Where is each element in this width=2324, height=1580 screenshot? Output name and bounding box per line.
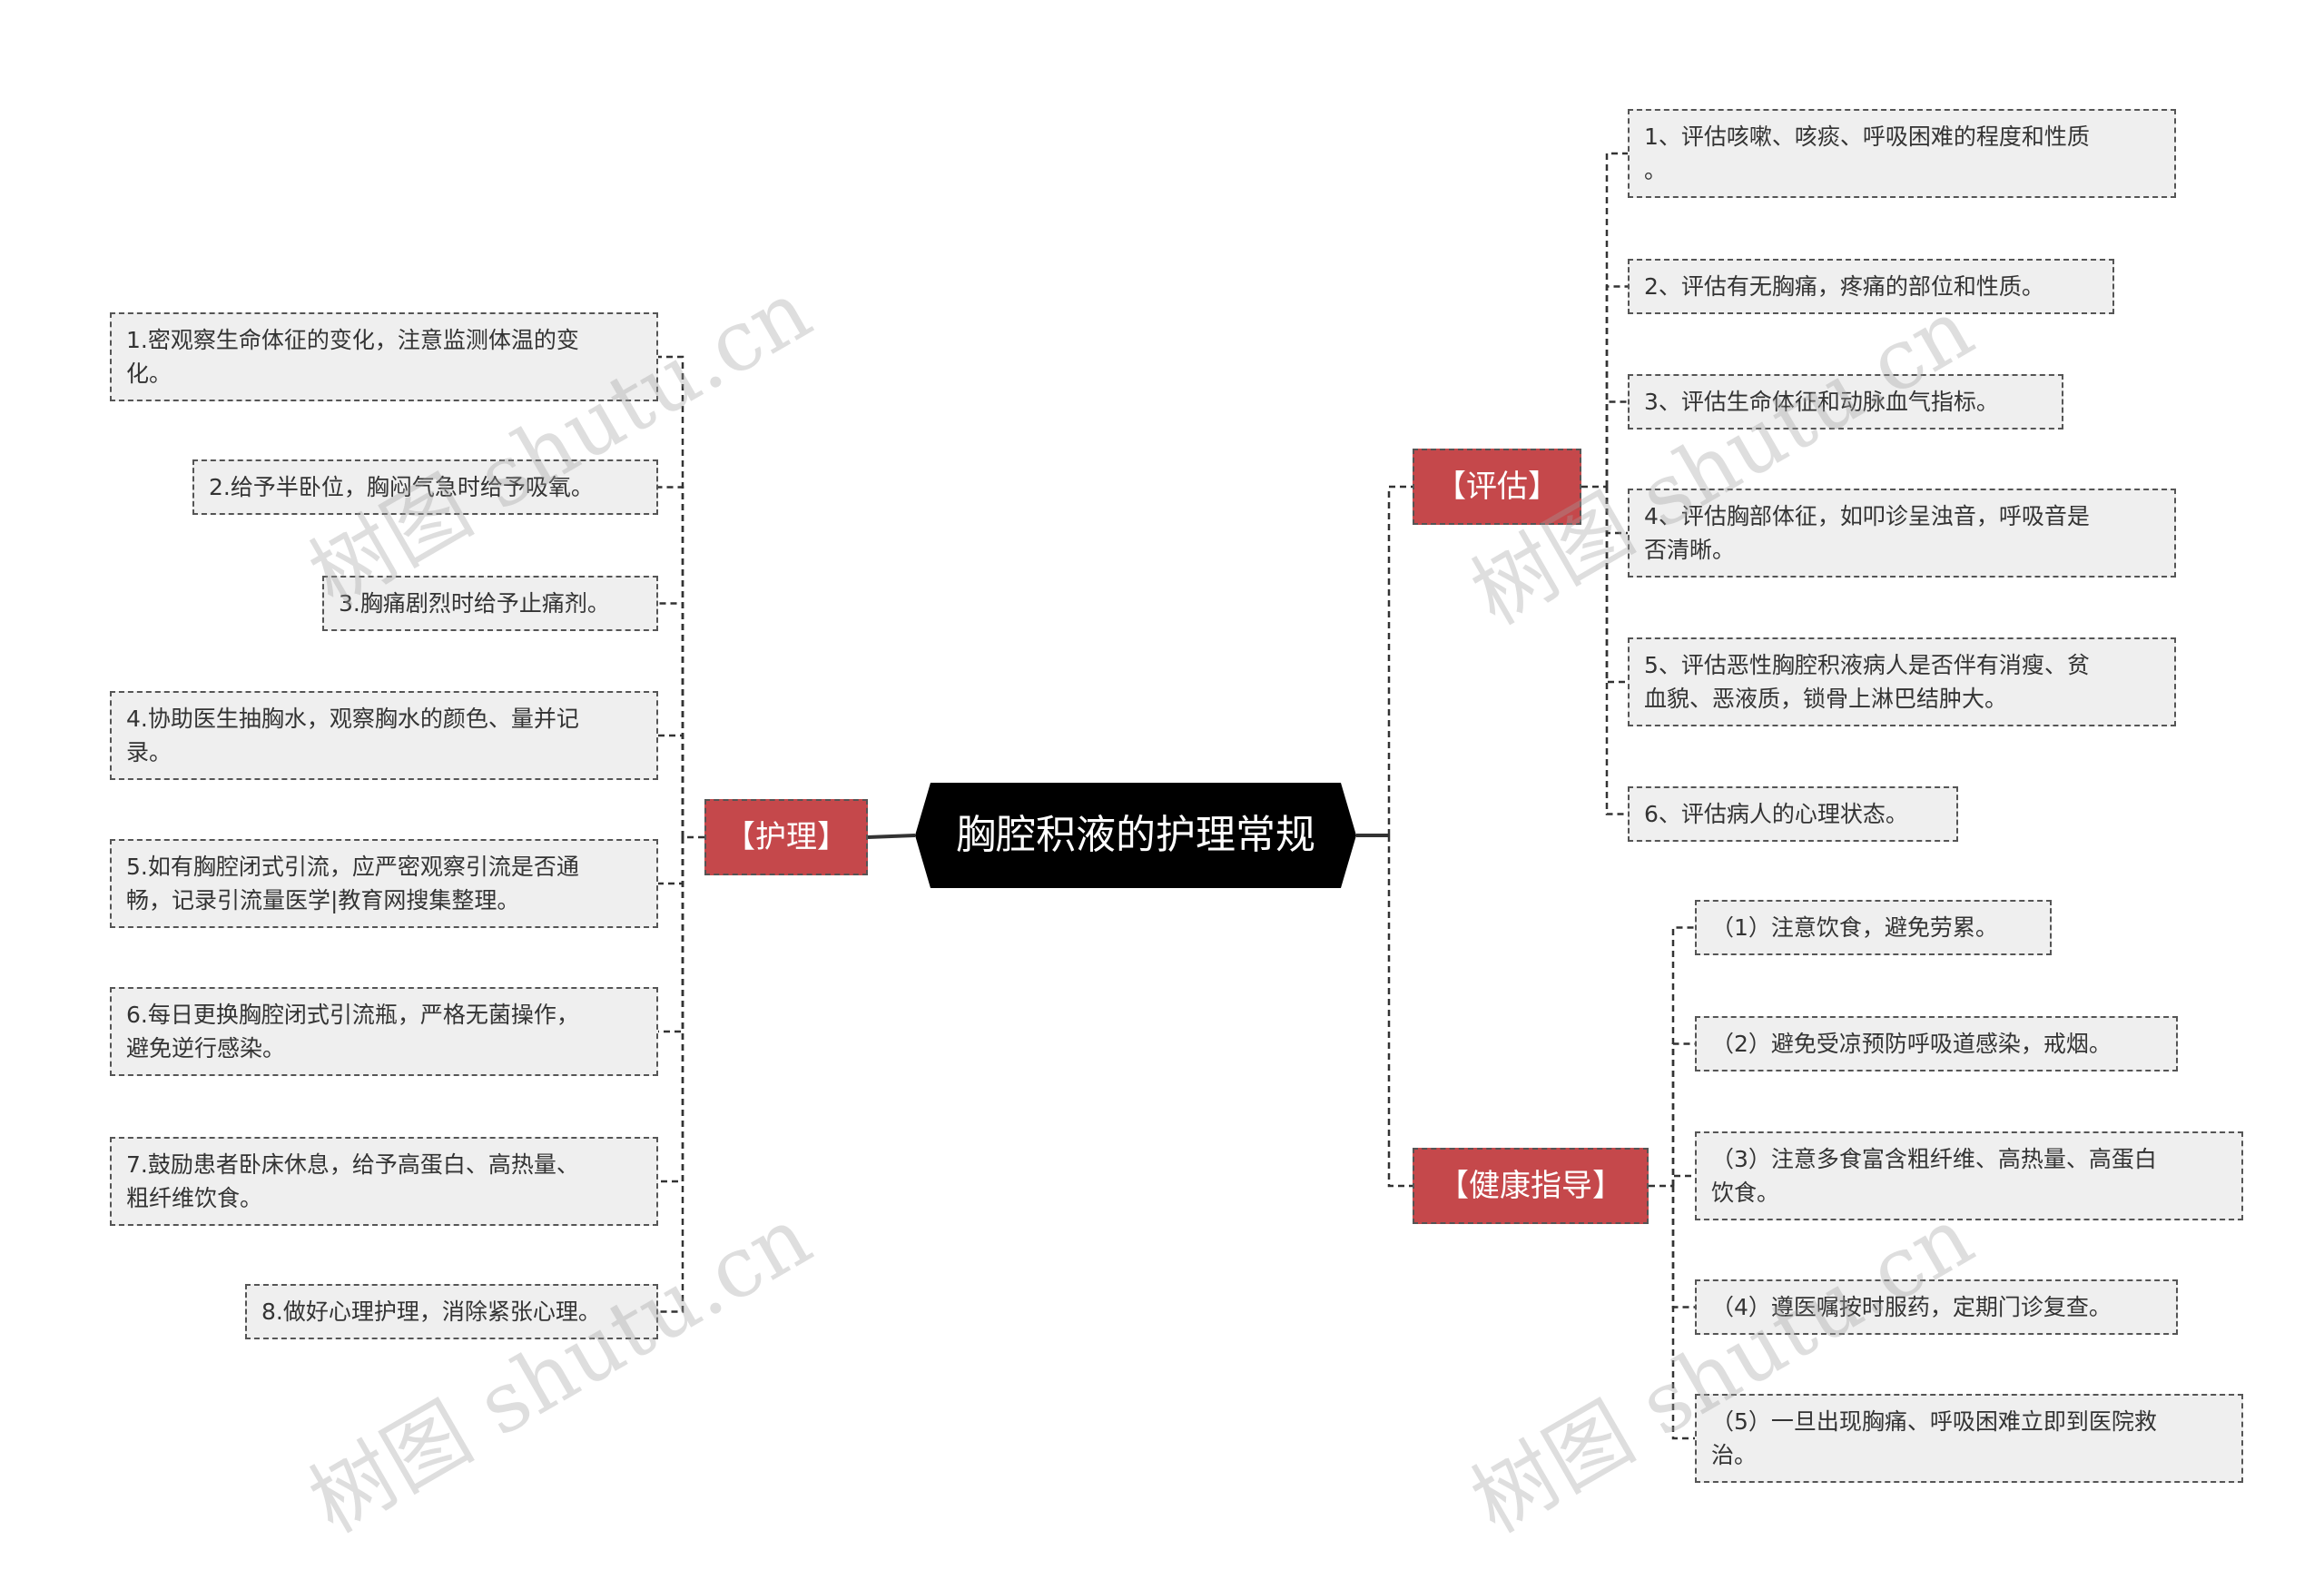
branch-health-guidance[interactable]: 【健康指导】: [1413, 1148, 1649, 1224]
link-health-item: [1671, 926, 1695, 1186]
link-nursing-item: [658, 602, 684, 837]
branch-assessment[interactable]: 【评估】: [1413, 449, 1581, 525]
assessment-item-1[interactable]: 1、评估咳嗽、咳痰、呼吸困难的程度和性质 。: [1628, 109, 2176, 198]
nursing-item-3[interactable]: 3.胸痛剧烈时给予止痛剂。: [322, 576, 658, 631]
link-health-item: [1671, 1042, 1695, 1186]
link-nursing-item: [658, 837, 684, 885]
assessment-item-4[interactable]: 4、评估胸部体征，如叩诊呈浊音，呼吸音是 否清晰。: [1628, 489, 2176, 578]
nursing-item-8[interactable]: 8.做好心理护理，消除紧张心理。: [245, 1284, 658, 1339]
assessment-item-2[interactable]: 2、评估有无胸痛，疼痛的部位和性质。: [1628, 259, 2114, 314]
link-nursing-item: [658, 837, 684, 1183]
link-nursing-item: [658, 837, 684, 1313]
link-health-item: [1671, 1174, 1695, 1186]
link-assessment-item: [1605, 487, 1628, 684]
link-assessment-item: [1605, 487, 1628, 815]
nursing-item-2[interactable]: 2.给予半卧位，胸闷气急时给予吸氧。: [192, 459, 658, 515]
link-health-item: [1671, 1186, 1695, 1308]
health-item-3[interactable]: （3）注意多食富含粗纤维、高热量、高蛋白 饮食。: [1695, 1131, 2243, 1220]
link-root-assessment: [1387, 485, 1413, 835]
link-root-nursing: [867, 834, 916, 839]
health-item-2[interactable]: （2）避免受凉预防呼吸道感染，戒烟。: [1695, 1016, 2178, 1071]
health-item-5[interactable]: （5）一旦出现胸痛、呼吸困难立即到医院救 治。: [1695, 1394, 2243, 1483]
link-assessment-item: [1605, 285, 1628, 487]
link-nursing-item: [658, 734, 684, 837]
link-nursing-item: [658, 486, 684, 837]
branch-nursing[interactable]: 【护理】: [704, 799, 868, 875]
assessment-item-5[interactable]: 5、评估恶性胸腔积液病人是否伴有消瘦、贫 血貌、恶液质，锁骨上淋巴结肿大。: [1628, 637, 2176, 726]
link-assessment-item: [1605, 487, 1628, 535]
assessment-item-6[interactable]: 6、评估病人的心理状态。: [1628, 786, 1958, 842]
nursing-item-4[interactable]: 4.协助医生抽胸水，观察胸水的颜色、量并记 录。: [110, 691, 658, 780]
health-item-4[interactable]: （4）遵医嘱按时服药，定期门诊复查。: [1695, 1279, 2178, 1335]
health-item-1[interactable]: （1）注意饮食，避免劳累。: [1695, 900, 2052, 955]
nursing-item-6[interactable]: 6.每日更换胸腔闭式引流瓶，严格无菌操作， 避免逆行感染。: [110, 987, 658, 1076]
link-assessment-item: [1605, 400, 1628, 487]
nursing-item-1[interactable]: 1.密观察生命体征的变化，注意监测体温的变 化。: [110, 312, 658, 401]
assessment-item-3[interactable]: 3、评估生命体征和动脉血气指标。: [1628, 374, 2063, 430]
link-assessment-item: [1605, 152, 1628, 487]
link-health-item: [1671, 1186, 1695, 1440]
root-topic[interactable]: 胸腔积液的护理常规: [915, 783, 1356, 888]
nursing-item-7[interactable]: 7.鼓励患者卧床休息，给予高蛋白、高热量、 粗纤维饮食。: [110, 1137, 658, 1226]
link-nursing-item: [658, 355, 684, 837]
link-root-health: [1387, 835, 1413, 1188]
link-nursing-item: [658, 837, 684, 1033]
nursing-item-5[interactable]: 5.如有胸腔闭式引流，应严密观察引流是否通 畅，记录引流量医学|教育网搜集整理。: [110, 839, 658, 928]
